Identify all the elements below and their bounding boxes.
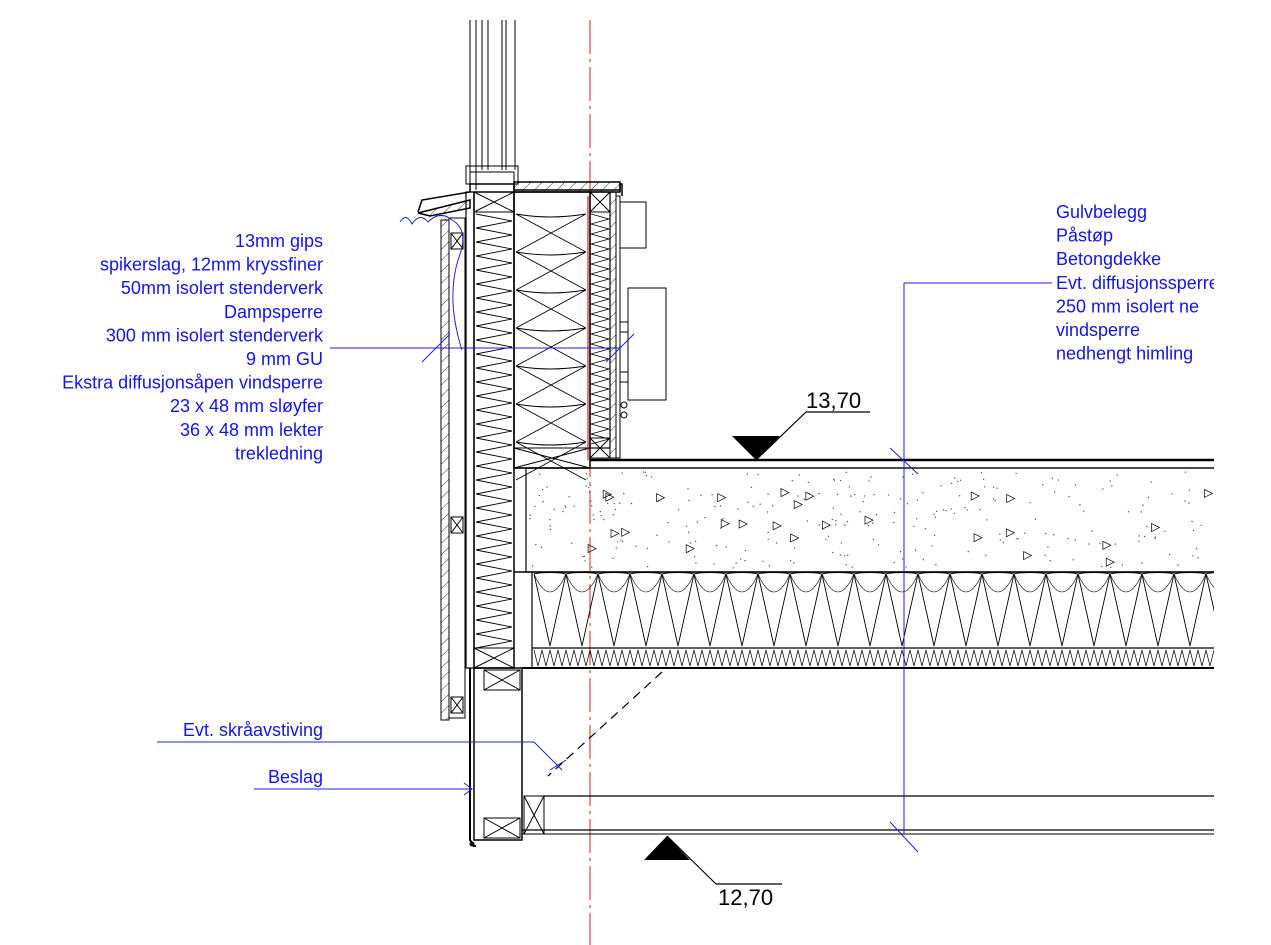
wall-layer-label: Ekstra diffusjonsåpen vindsperre: [62, 373, 323, 393]
exterior-cladding: [440, 217, 466, 721]
wall-section: [465, 191, 667, 847]
bracing-label: Evt. skråavstiving: [183, 720, 323, 740]
wall-label-group: 13mm gips spikerslag, 12mm kryssfiner 50mm…: [62, 231, 324, 463]
wall-layer-label: spikerslag, 12mm kryssfiner: [100, 255, 323, 275]
wall-layer-label: 300 mm isolert stenderverk: [106, 325, 324, 345]
wall-layer-label: 36 x 48 mm lekter: [180, 420, 323, 440]
floor-layer-label: Påstøp: [1056, 226, 1113, 246]
elevation-upper-text: 13,70: [806, 388, 861, 413]
wall-insulation-pattern: [475, 213, 611, 649]
elevation-marker-lower: 12,70: [644, 835, 782, 910]
wall-layer-label: 13mm gips: [235, 231, 323, 251]
window-frame: [465, 20, 519, 190]
elevation-lower-text: 12,70: [718, 885, 773, 910]
fitting-label: Beslag: [268, 767, 323, 787]
wall-layer-label: 23 x 48 mm sløyfer: [170, 396, 323, 416]
floor-layer-label: Evt. diffusjonssperre: [1056, 273, 1219, 293]
floor-layer-label: 250 mm isolert ne: [1056, 296, 1199, 316]
elevation-marker-upper: 13,70: [732, 388, 870, 461]
wall-layer-label: 9 mm GU: [246, 349, 323, 369]
concrete-aggregate: [529, 471, 1214, 569]
floor-layer-label: vindsperre: [1056, 320, 1140, 340]
floor-layer-label: Gulvbelegg: [1056, 202, 1147, 222]
floor-section: [514, 458, 1214, 835]
wall-layer-label: trekledning: [235, 443, 323, 463]
floor-insulation-pattern: [533, 572, 1214, 667]
leader-lines: [157, 215, 1052, 853]
wall-layer-label: 50mm isolert stenderverk: [121, 278, 324, 298]
floor-layer-label: Betongdekke: [1056, 249, 1161, 269]
sill-flashing: [417, 181, 623, 217]
floor-layer-label: nedhengt himling: [1056, 344, 1193, 364]
wall-layer-label: Dampsperre: [224, 302, 323, 322]
